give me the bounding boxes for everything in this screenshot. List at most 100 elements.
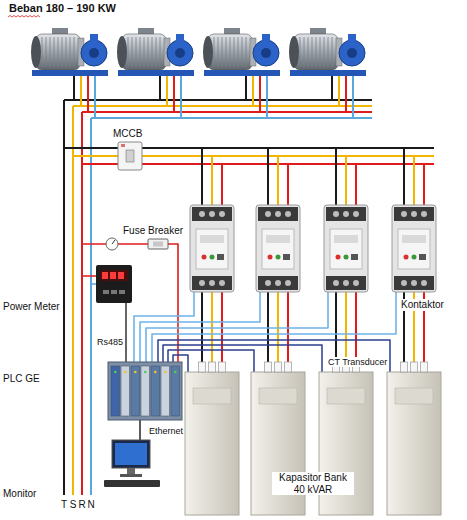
cooling-fin [316,37,317,67]
cooling-fin [140,37,141,67]
phase-label: S [69,499,77,511]
gauge-needle [112,240,115,244]
monitor-screen [112,440,150,468]
terminal-screw [285,280,291,286]
motor-wire [338,76,340,106]
motor-wire [94,76,96,118]
part-label: Power Meter [2,301,61,313]
capacitor-terminal [275,362,282,372]
motor-wire [266,76,268,118]
contactor-feed-wire [221,164,223,205]
contactor-face [330,229,362,269]
capacitor-wire [211,292,213,366]
cooling-fin [152,37,153,67]
cooling-fin [42,37,43,67]
plc-module [151,366,160,416]
capacitor-wire [335,292,337,366]
contactor-feed-wire [345,156,347,205]
capacitor-terminal [421,362,428,372]
contactor-feed-wire [413,156,415,205]
contactor-feed-wire [355,164,357,205]
ethernet-cable [139,420,141,440]
cooling-fin [70,37,71,67]
contactor-feed-wire [403,148,405,205]
motor-wire [259,76,261,112]
terminal-screw [209,280,215,286]
motor-base [118,70,194,76]
pump-outlet [262,34,270,41]
capacitor-wire [277,292,279,366]
supply-wire [63,100,65,495]
indicator [344,255,349,260]
terminal-screw [353,211,359,217]
monitor-stand [127,468,135,474]
pump-outlet [90,34,98,41]
terminal-strip [192,207,232,221]
capacitor-wire [287,292,289,366]
cooling-fin [66,37,67,67]
cooling-fin [312,37,313,67]
terminal-strip [326,207,366,221]
motor-wire [166,76,168,106]
capacitor-terminal [209,362,216,372]
terminal-screw [343,211,349,217]
cooling-fin [58,37,59,67]
cooling-fin [328,37,329,67]
cooling-fin [148,37,149,67]
top-bus-wire [82,111,372,113]
capacitor-terminal [401,362,408,372]
cooling-fin [246,37,247,67]
contactor-feed-wire [201,148,203,205]
plc-module [111,366,120,416]
cooling-fin [128,37,129,67]
contactor-feed-wire [335,148,337,205]
indicator [202,255,207,260]
contact-window [402,235,426,243]
contact-window [200,235,224,243]
terminal-screw [219,280,225,286]
cooling-fin [238,37,239,67]
contactor [190,205,234,292]
motor-wire [245,76,247,100]
aux-contact [217,254,224,260]
terminal-strip [258,207,298,221]
terminal-screw [265,211,271,217]
aux-contact [419,254,426,260]
contactor-feed-wire [277,156,279,205]
contactor-face [262,229,294,269]
motor-wire [173,76,175,112]
terminal-strip [394,207,434,221]
contactor-feed-wire [211,156,213,205]
pump-outlet [176,34,184,41]
rating-plate [327,388,365,404]
cooling-fin [144,37,145,67]
plc-led [134,371,137,374]
terminal-screw [285,211,291,217]
fan-cover [203,36,213,68]
ct-signal-wire [163,345,322,372]
motor-wire [80,76,82,106]
pump-eye [261,48,271,58]
top-bus-wire [64,99,372,101]
terminal-screw [219,211,225,217]
contactor-body [324,205,368,292]
capacitor-terminal [285,362,292,372]
pump-eye [347,48,357,58]
cooling-fin [332,37,333,67]
motor-body [122,34,166,70]
contactor-face [398,229,430,269]
capacitor-terminal [411,362,418,372]
capacitor-wire [221,292,223,366]
motor-base [32,70,108,76]
terminal-screw [353,280,359,286]
part-label: Monitor [2,488,37,500]
mccb-lever [126,150,134,162]
terminal-screw [421,211,427,217]
contactor-feed-wire [267,148,269,205]
terminal-screw [199,280,205,286]
rating-plate [395,388,433,404]
cooling-fin [234,37,235,67]
motor-wire [352,76,354,118]
terminal-screw [265,280,271,286]
